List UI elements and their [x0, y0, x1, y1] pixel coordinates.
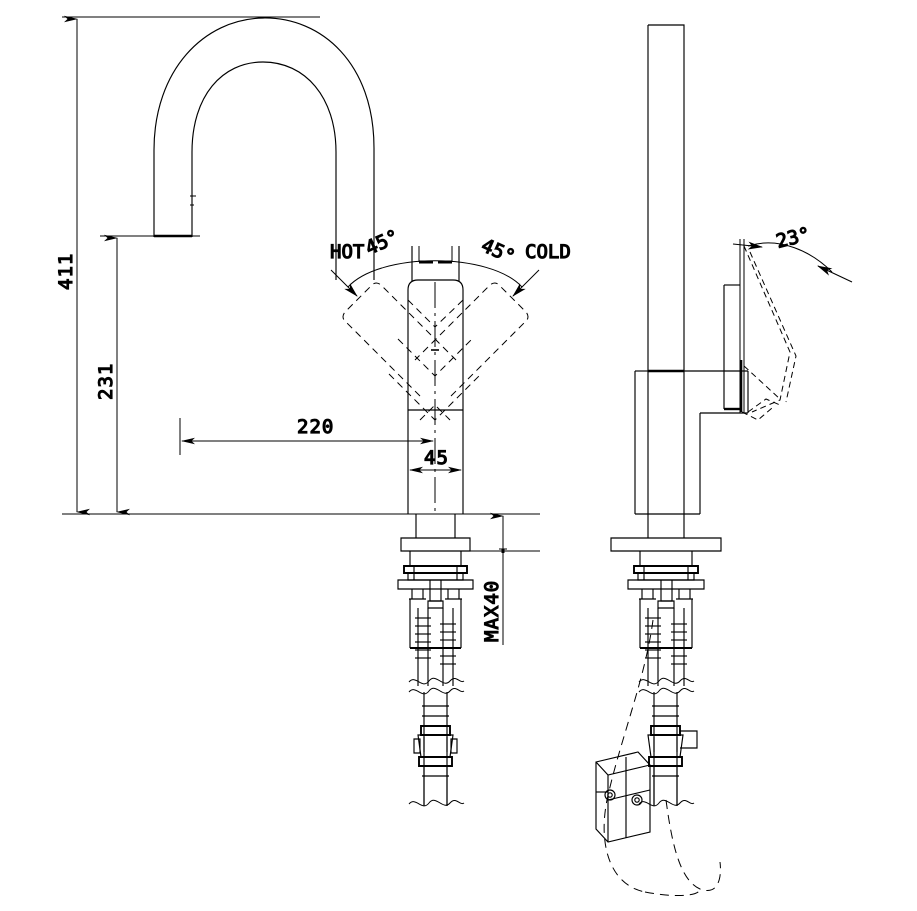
dimension-max40-label: MAX40: [481, 580, 503, 642]
hot-label: HOT: [330, 241, 364, 263]
dimension-231: [100, 234, 200, 516]
front-mounting-hardware: [397, 514, 474, 807]
handle-swing-phantom: [342, 282, 529, 421]
cold-label: COLD: [525, 241, 571, 263]
hot-angle-value: 45°: [362, 226, 402, 260]
handle-swing-angle-45: [330, 246, 540, 297]
dimension-45-label: 45: [424, 447, 449, 469]
tilt-angle-23: [732, 241, 853, 283]
pull-down-hose-loop: [603, 619, 721, 897]
cold-angle-value: 45°: [478, 234, 518, 268]
front-body-column: [407, 246, 464, 516]
counterweight-block: [595, 751, 651, 843]
dimension-231-label: 231: [95, 363, 117, 400]
dimension-220: [179, 418, 434, 455]
side-view-body: [634, 24, 749, 515]
dimension-411-label: 411: [55, 253, 77, 290]
tilt-angle-label: 23°: [774, 223, 813, 253]
side-mounting-hardware: [610, 514, 722, 807]
handle-tilt-phantom-23: [741, 245, 797, 421]
dimension-max40: [463, 512, 540, 645]
dimension-411: [62, 15, 540, 516]
dimension-220-label: 220: [297, 416, 334, 438]
